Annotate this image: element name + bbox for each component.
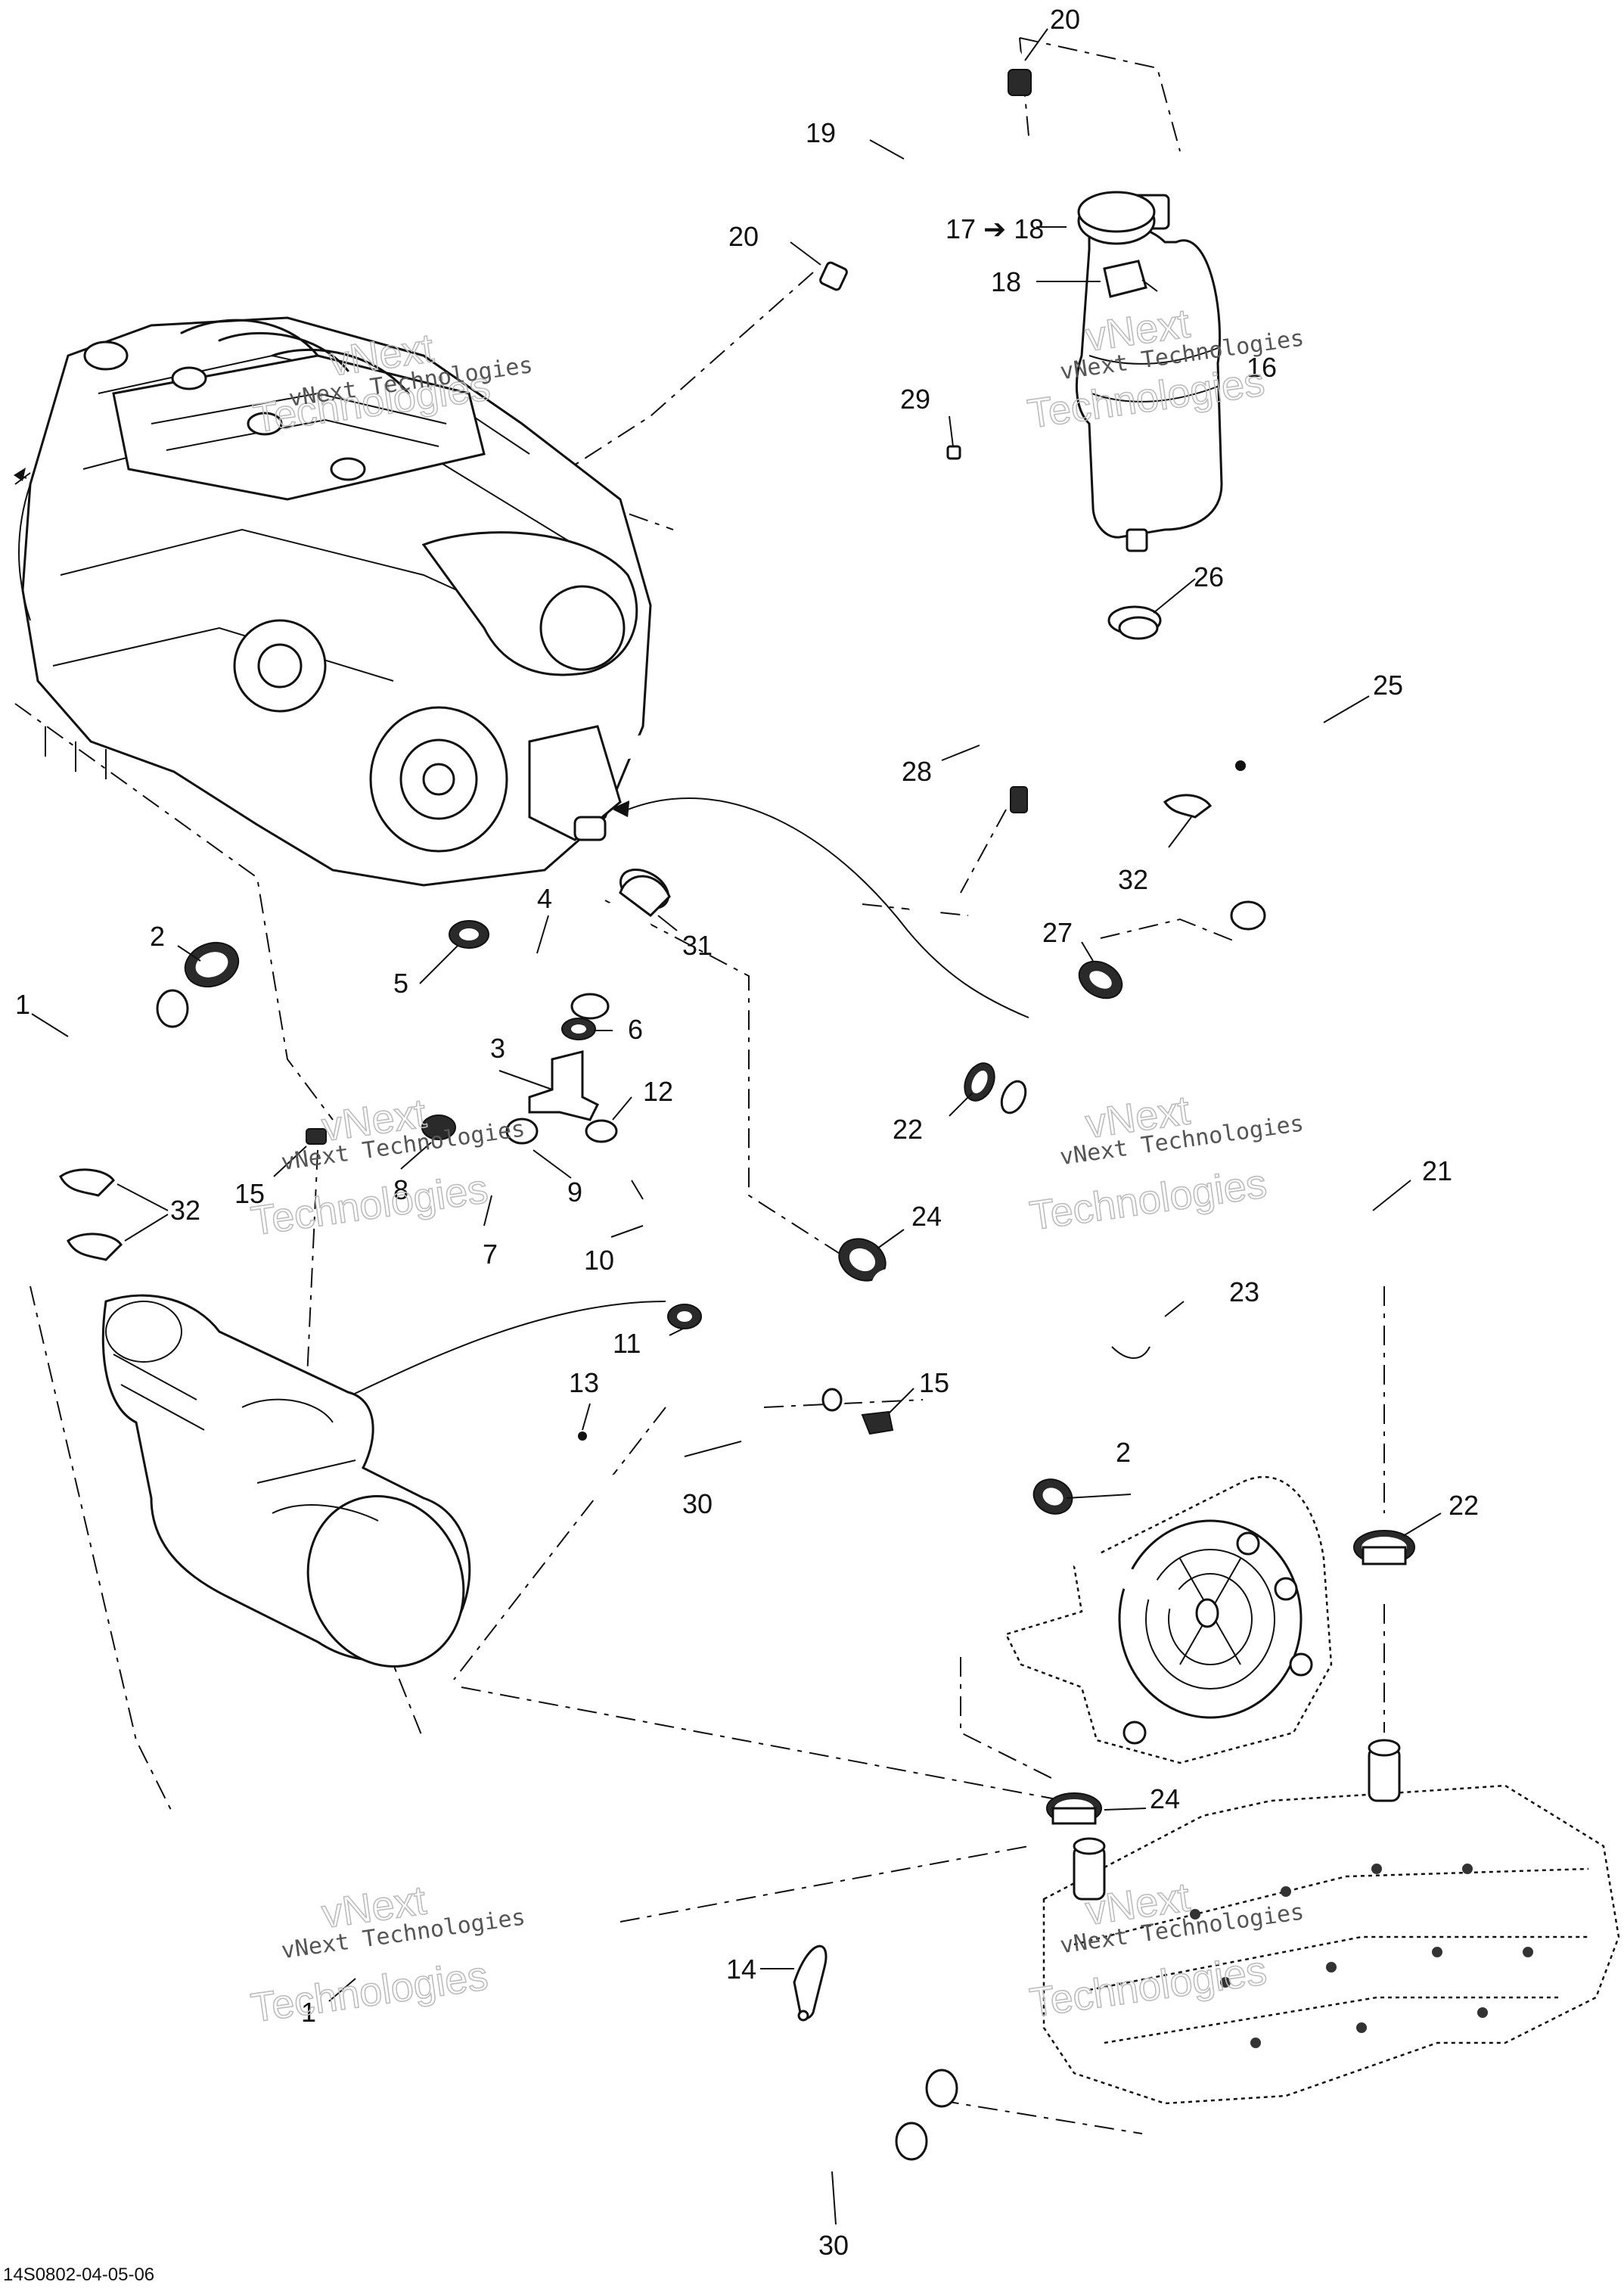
- fitting-20-top: [1008, 69, 1032, 96]
- callout-13: 13: [569, 1367, 599, 1398]
- callout-labels: 20 19 20 17 ➔ 18 18 16 29 26 25 28 32 27…: [15, 4, 1479, 2261]
- clip-15-centre: [861, 1410, 894, 1435]
- callout-28: 28: [902, 756, 932, 787]
- cap-gasket-18: [1103, 260, 1147, 298]
- svg-text:Technologies: Technologies: [248, 1166, 491, 1244]
- svg-text:Technologies: Technologies: [1027, 1161, 1270, 1239]
- leader-lines: [31, 28, 1442, 2225]
- callout-20-top: 20: [1050, 4, 1080, 35]
- clamp-12: [585, 1119, 618, 1143]
- clamp-8: [421, 1114, 456, 1140]
- callout-6: 6: [628, 1014, 643, 1045]
- callout-29: 29: [900, 384, 930, 415]
- callout-10: 10: [584, 1245, 614, 1276]
- callout-5: 5: [393, 968, 408, 999]
- clip-29: [946, 445, 961, 460]
- callout-20-lower: 20: [728, 221, 759, 252]
- hose-25: [1123, 658, 1333, 931]
- callout-14: 14: [726, 1954, 756, 1985]
- callout-12: 12: [643, 1076, 673, 1107]
- clamp-32-upper: [1163, 794, 1213, 819]
- watermark-3: vNext Technologies vNext Technologies: [247, 1090, 526, 1245]
- callout-7: 7: [483, 1239, 498, 1270]
- watermark-5: vNext Technologies vNext Technologies: [247, 1877, 526, 2032]
- callout-22-lower: 22: [1449, 1490, 1479, 1521]
- jet-pump-housing: [1005, 1475, 1333, 1764]
- callout-22-upper: 22: [893, 1114, 923, 1145]
- hose-1-upper-end: [156, 989, 189, 1028]
- clamp-9: [505, 1118, 539, 1145]
- callout-32-upper: 32: [1118, 864, 1148, 895]
- callout-3: 3: [490, 1033, 505, 1064]
- callout-8: 8: [393, 1174, 408, 1205]
- callout-25: 25: [1373, 670, 1403, 701]
- hose-4-end: [570, 993, 610, 1020]
- clamp-32-left-2: [67, 1233, 123, 1261]
- callout-4: 4: [537, 883, 552, 914]
- ride-plate-heat-exchanger: [1042, 1739, 1620, 2105]
- fitting-20-lower: [819, 261, 848, 291]
- hose-1-lower: [165, 1811, 951, 2101]
- callout-24-upper: 24: [911, 1201, 942, 1232]
- clamp-32-left-1: [59, 1168, 115, 1197]
- callout-21: 21: [1422, 1155, 1452, 1186]
- clamp-14: [793, 1944, 828, 2019]
- callout-30-upper: 30: [682, 1488, 713, 1519]
- callout-32-left: 32: [170, 1195, 200, 1226]
- reference-code: 14S0802-04-05-06: [3, 2265, 154, 2285]
- watermark-6: vNext Technologies vNext Technologies: [1026, 1874, 1306, 2027]
- hose-1-upper: [0, 991, 189, 1301]
- protector-30-upper: [582, 1434, 807, 1499]
- hose-25-end: [1230, 900, 1266, 931]
- callout-18: 18: [991, 266, 1021, 297]
- protector-30-lower: [654, 2097, 919, 2175]
- hose-10: [613, 1165, 784, 1335]
- hose-21: [618, 729, 1394, 1281]
- callout-19: 19: [806, 117, 836, 148]
- overflow-hose-28: [874, 445, 1135, 808]
- callout-31: 31: [682, 930, 713, 961]
- watermark-4: vNext Technologies vNext Technologies: [1026, 1087, 1306, 1240]
- callout-24-lower: 24: [1150, 1783, 1180, 1814]
- engine-assembly: [18, 316, 652, 887]
- callout-26: 26: [1194, 561, 1224, 592]
- callout-23: 23: [1229, 1276, 1259, 1307]
- tee-fitting-3: [528, 1050, 600, 1121]
- callout-15-centre: 15: [919, 1367, 949, 1398]
- coolant-expansion-tank: [1075, 194, 1223, 636]
- hose-13-end: [821, 1388, 843, 1412]
- callout-15-left: 15: [234, 1178, 265, 1209]
- elbow-7: [458, 1147, 529, 1198]
- callout-27: 27: [1042, 917, 1073, 948]
- callout-17: 17 ➔ 18: [946, 213, 1044, 244]
- vent-hose-19: [831, 29, 1026, 281]
- callout-2-lower: 2: [1116, 1437, 1131, 1468]
- hose-end-28: [1010, 786, 1028, 813]
- hose-4: [486, 901, 658, 1020]
- hose-13: [323, 1182, 846, 1413]
- callout-30-lower: 30: [818, 2230, 849, 2261]
- callout-16: 16: [1247, 352, 1277, 383]
- svg-text:Technologies: Technologies: [1027, 1948, 1270, 2025]
- callout-1-upper: 1: [15, 989, 30, 1020]
- exhaust-muffler: [101, 1294, 471, 1668]
- radiator-cap-17: [1077, 191, 1156, 245]
- hose-1-lower-end: [925, 2069, 958, 2108]
- callout-2-upper: 2: [150, 921, 165, 952]
- callout-9: 9: [567, 1177, 582, 1208]
- clip-15-left: [306, 1128, 327, 1145]
- callout-1-lower: 1: [301, 1997, 316, 2028]
- callout-11: 11: [613, 1328, 641, 1359]
- clamp-26: [1118, 616, 1159, 640]
- hose-23: [871, 1269, 1206, 1652]
